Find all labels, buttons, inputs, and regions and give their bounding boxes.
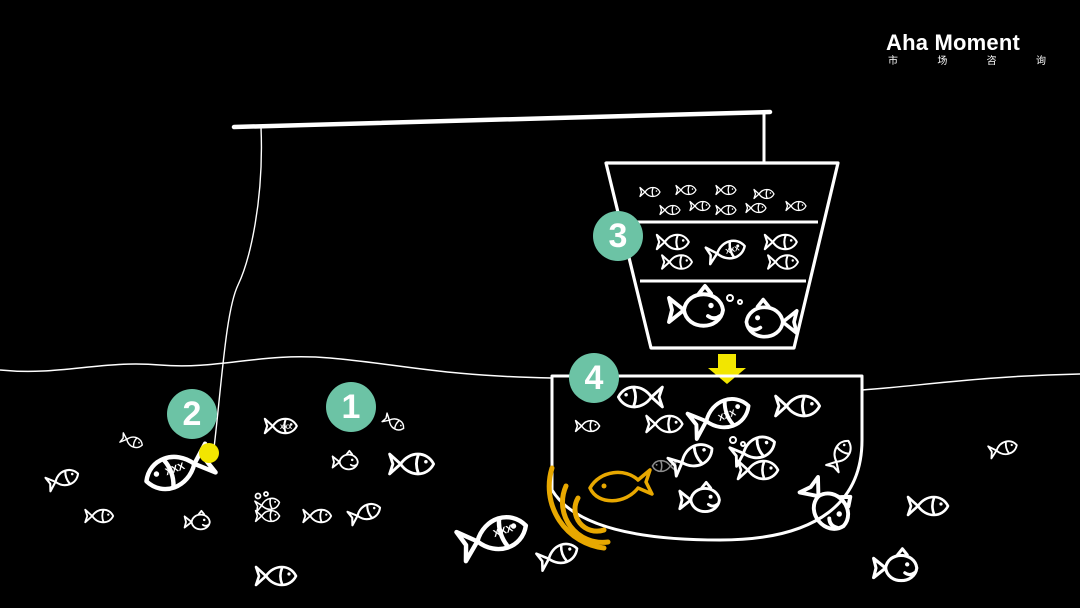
pond-fish-tag: XXX — [717, 407, 737, 423]
hook-icon — [199, 443, 219, 463]
logo-subtitle-char: 咨 — [986, 56, 997, 67]
signal-fish-icon — [588, 468, 654, 503]
small-fish-tag: XXX — [280, 425, 292, 431]
marker-1-badge: 1 — [326, 382, 376, 432]
arrow-down-icon — [708, 354, 746, 384]
logo-subtitle-char: 市 — [888, 56, 898, 67]
basket-fish-tag: XXX — [725, 245, 741, 255]
logo-text: Aha Moment — [886, 30, 1020, 55]
logo-subtitle-char: 询 — [1035, 56, 1046, 67]
signal-wave-icon — [546, 465, 611, 551]
basket-tier-bottom — [667, 284, 799, 339]
logo-subtitle: 市 场 咨 询 — [886, 56, 1048, 68]
basket-tier-top — [639, 184, 807, 216]
brand-logo: Aha Moment 市 场 咨 询 — [886, 30, 1048, 68]
marker-2-badge: 2 — [167, 389, 217, 439]
basket-icon — [604, 161, 840, 350]
marker-3-badge: 3 — [593, 211, 643, 261]
marker-4-badge: 4 — [569, 353, 619, 403]
logo-subtitle-char: 场 — [937, 56, 948, 67]
water-surface — [0, 356, 1080, 391]
fishing-rod-icon — [213, 109, 773, 449]
pond-fish — [574, 385, 864, 539]
outside-fish-left — [44, 412, 436, 587]
